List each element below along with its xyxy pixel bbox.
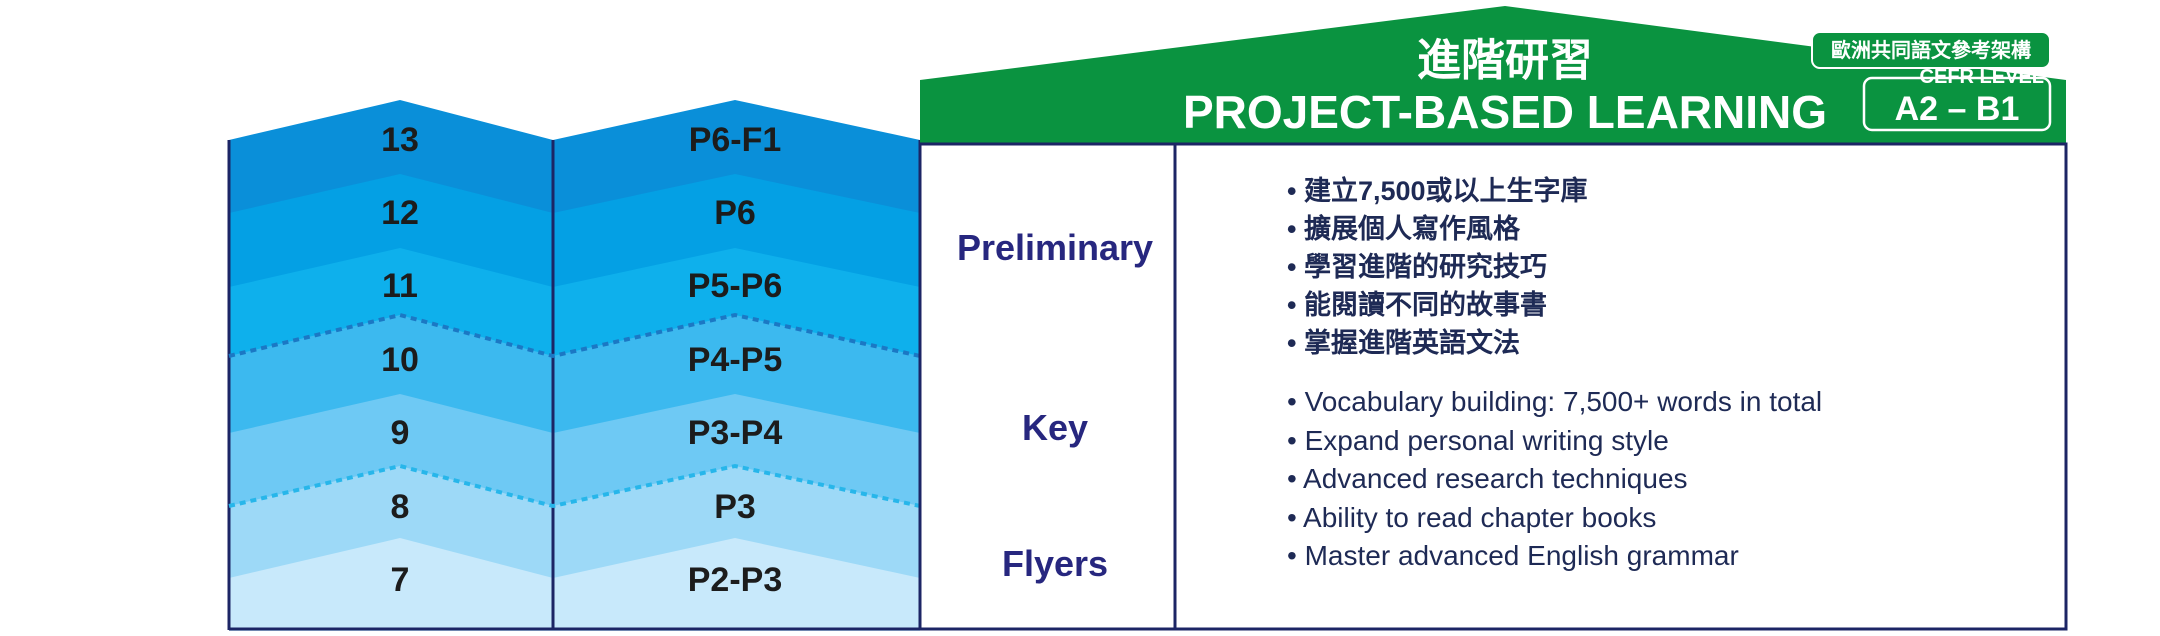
bullet-cn: • 建立7,500或以上生字庫 xyxy=(1287,175,1588,206)
grade-band-7 xyxy=(553,538,920,632)
header-title-cn: 進階研習 xyxy=(1417,36,1593,85)
header-roof xyxy=(920,6,2066,144)
cefr-range: A2 – B1 xyxy=(1895,90,2020,128)
grade-label: P3 xyxy=(714,488,756,526)
grade-label: P6 xyxy=(714,194,756,232)
level-label: 11 xyxy=(382,267,418,305)
level-label: 10 xyxy=(381,341,419,379)
cefr-label-en: CEFR LEVEL xyxy=(1920,66,2044,88)
level-label: 13 xyxy=(381,121,419,159)
grade-label: P3-P4 xyxy=(688,414,783,452)
bullets-en: • Vocabulary building: 7,500+ words in t… xyxy=(1287,386,1822,571)
cefr-label-tab xyxy=(1811,31,2051,69)
header-banner: 進階研習 PROJECT-BASED LEARNING 歐洲共同語文參考架構 C… xyxy=(920,6,2066,144)
bullet-cn: • 掌握進階英語文法 xyxy=(1287,327,1520,358)
grade-label: P2-P3 xyxy=(688,561,783,599)
exam-key: Key xyxy=(1022,407,1088,448)
header-title-en: PROJECT-BASED LEARNING xyxy=(1183,86,1827,138)
bullets-cn: • 建立7,500或以上生字庫 • 擴展個人寫作風格 • 學習進階的研究技巧 •… xyxy=(1287,175,1588,358)
level-labels: 13 12 11 10 9 8 7 xyxy=(381,121,419,599)
bullet-en: • Advanced research techniques xyxy=(1287,463,1688,494)
grade-column xyxy=(553,100,920,632)
bullet-en: • Expand personal writing style xyxy=(1287,425,1669,456)
exam-panel xyxy=(918,142,1177,631)
level-label: 7 xyxy=(391,561,410,599)
level-label: 8 xyxy=(391,488,410,526)
cefr-label-cn: 歐洲共同語文參考架構 xyxy=(1831,38,2031,62)
exam-preliminary: Preliminary xyxy=(957,227,1153,268)
bullet-en: • Master advanced English grammar xyxy=(1287,540,1739,571)
bullet-cn: • 擴展個人寫作風格 xyxy=(1287,213,1521,244)
level-label: 12 xyxy=(381,194,419,232)
grade-label: P4-P5 xyxy=(688,341,783,379)
level-label: 9 xyxy=(391,414,410,452)
level-column xyxy=(229,100,553,632)
grade-labels: P6-F1 P6 P5-P6 P4-P5 P3-P4 P3 P2-P3 xyxy=(688,121,783,599)
grade-label: P5-P6 xyxy=(688,267,783,305)
exam-flyers: Flyers xyxy=(1002,543,1108,584)
bullet-cn: • 能閱讀不同的故事書 xyxy=(1287,289,1547,320)
exam-labels: Preliminary Key Flyers xyxy=(957,227,1153,584)
description-panel xyxy=(1173,142,2068,631)
level-band-7 xyxy=(229,538,553,632)
bullet-en: • Vocabulary building: 7,500+ words in t… xyxy=(1287,386,1822,417)
cefr-level-box xyxy=(1862,76,2052,132)
bullet-cn: • 學習進階的研究技巧 xyxy=(1287,251,1547,282)
bullet-en: • Ability to read chapter books xyxy=(1287,502,1656,533)
grade-label: P6-F1 xyxy=(689,121,782,159)
